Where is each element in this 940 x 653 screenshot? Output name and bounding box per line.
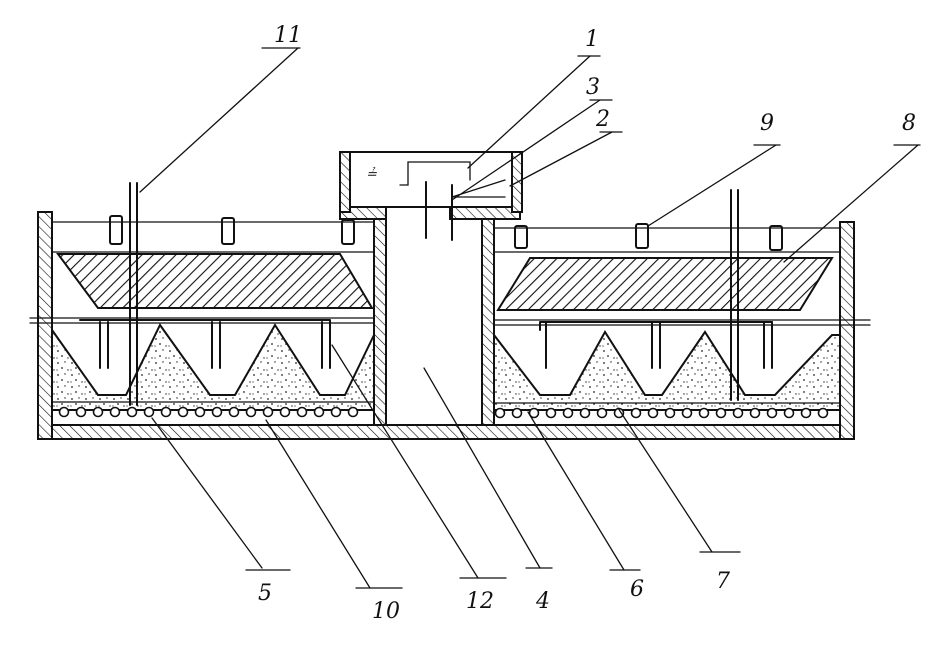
- vertical-pipes: [129, 182, 739, 406]
- inclined-plate-packs: [56, 253, 834, 311]
- label-8: 8: [902, 111, 916, 136]
- aeration-ring: [177, 406, 189, 418]
- label-11: 11: [274, 23, 302, 48]
- aeration-ring: [596, 407, 608, 419]
- aeration-ring: [528, 407, 540, 419]
- aeration-ring: [664, 407, 676, 419]
- aeration-ring: [143, 406, 155, 418]
- aeration-ring: [783, 407, 795, 419]
- aeration-ring: [647, 407, 659, 419]
- aeration-ring: [817, 407, 829, 419]
- aeration-ring: [766, 407, 778, 419]
- aeration-ring: [75, 406, 87, 418]
- aeration-ring: [511, 407, 523, 419]
- label-6: 6: [630, 577, 644, 602]
- aeration-ring: [245, 406, 257, 418]
- label-9: 9: [760, 111, 774, 136]
- aeration-ring: [347, 406, 359, 418]
- label-3: 3: [586, 75, 600, 100]
- aeration-ring: [92, 406, 104, 418]
- aeration-ring: [330, 406, 342, 418]
- aeration-ring: [579, 407, 591, 419]
- inner-mark: ≟: [366, 166, 377, 182]
- aeration-pipe-rings: [58, 406, 829, 419]
- collection-troughs: [79, 319, 773, 369]
- aeration-ring: [800, 407, 812, 419]
- aeration-ring: [494, 407, 506, 419]
- aeration-ring: [715, 407, 727, 419]
- top-distribution-box: ≟: [349, 151, 513, 241]
- aeration-ring: [732, 407, 744, 419]
- aeration-ring: [630, 407, 642, 419]
- aeration-ring: [109, 406, 121, 418]
- aeration-ring: [749, 407, 761, 419]
- aeration-ring: [562, 407, 574, 419]
- aeration-ring: [296, 406, 308, 418]
- aeration-ring: [228, 406, 240, 418]
- sludge-hoppers: [51, 323, 841, 411]
- label-4: 4: [535, 589, 550, 614]
- label-2: 2: [595, 107, 610, 132]
- label-12: 12: [466, 589, 494, 614]
- aeration-ring: [262, 406, 274, 418]
- water-level-line: [29, 317, 871, 326]
- label-1: 1: [585, 27, 599, 52]
- label-5: 5: [258, 581, 272, 606]
- aeration-ring: [279, 406, 291, 418]
- aeration-ring: [126, 406, 138, 418]
- callout-labels: 11 1 3 2 9 8 5 10 12 4 6 7: [258, 23, 916, 624]
- label-10: 10: [372, 599, 400, 624]
- aeration-ring: [160, 406, 172, 418]
- aeration-ring: [681, 407, 693, 419]
- header-pipes: [51, 221, 841, 253]
- nozzles: [109, 215, 783, 251]
- aeration-ring: [698, 407, 710, 419]
- aeration-ring: [211, 406, 223, 418]
- aeration-ring: [545, 407, 557, 419]
- aeration-ring: [194, 406, 206, 418]
- leader-lines: [139, 47, 921, 589]
- label-7: 7: [716, 569, 730, 594]
- aeration-ring: [58, 406, 70, 418]
- aeration-ring: [313, 406, 325, 418]
